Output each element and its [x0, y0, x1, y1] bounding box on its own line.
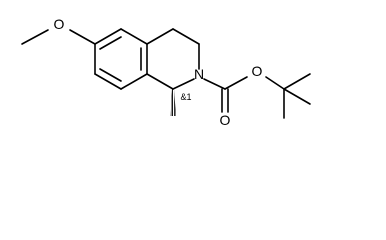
bond-carbonyl-ester-o	[224, 76, 248, 90]
ester-oxygen-label: O	[252, 63, 263, 79]
structure-diagram: O N O O &1	[21, 16, 311, 128]
bond-ch2-b	[172, 28, 200, 45]
bond-ring-a-inner	[99, 36, 122, 50]
bond-ring-b	[120, 28, 148, 45]
bond-ring-a	[94, 28, 122, 45]
bond-tbu-right	[283, 88, 311, 105]
bond-ring-d	[120, 73, 148, 90]
stereo-center-label: &1	[180, 92, 191, 102]
bond-o-ring	[69, 29, 96, 45]
hashed-stereo-bond	[170, 89, 176, 116]
bond-n-carbonyl	[203, 78, 226, 90]
bond-tbu-up	[283, 73, 311, 90]
bond-ester-o-tbu	[265, 76, 285, 90]
bond-methyl-o	[21, 29, 49, 45]
bond-ring-e	[94, 73, 122, 90]
ring-nitrogen-label: N	[194, 66, 204, 82]
bond-ch2-a	[146, 28, 174, 45]
bond-ring-e-inner	[99, 68, 122, 82]
bond-ch-ring	[146, 73, 174, 90]
ether-oxygen-label: O	[54, 16, 65, 32]
bond-n-ch	[172, 78, 195, 90]
carbonyl-oxygen-label: O	[220, 112, 231, 128]
